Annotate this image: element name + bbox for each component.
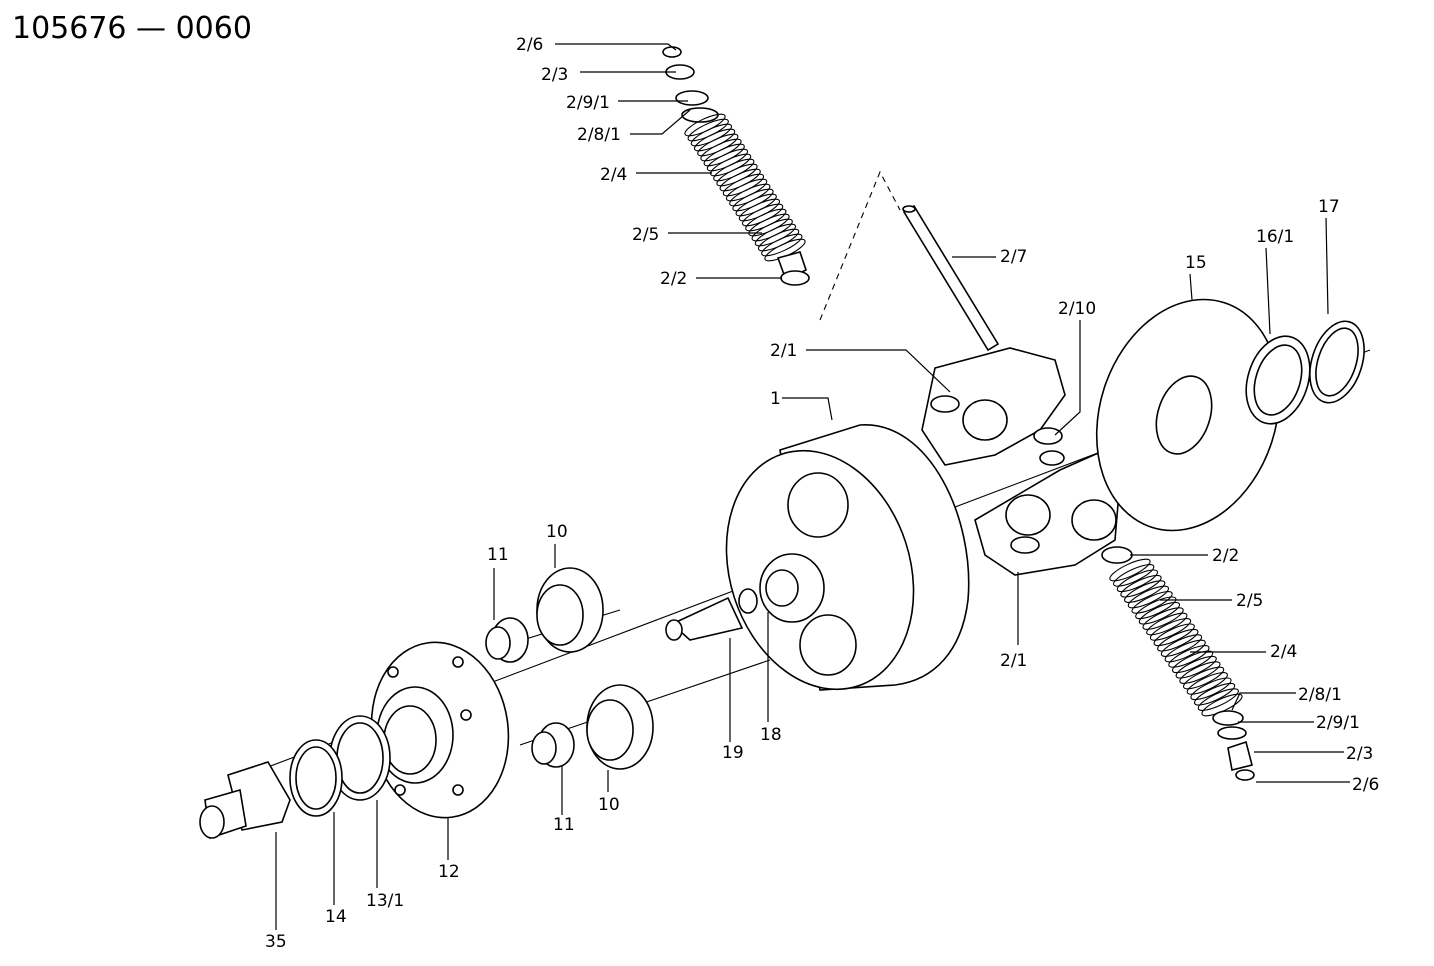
callout-label: 2/1 [770,341,797,361]
callout-label: 16/1 [1256,227,1294,247]
upper-rocker-block [921,347,1066,466]
spring-coil [1160,634,1203,657]
spring-coil [1149,618,1192,641]
callout-label: 2/6 [1352,775,1379,795]
callout-label: 2/3 [1346,744,1373,764]
pin-2-7 [902,204,1000,352]
spring-coil [1153,623,1195,647]
disc-and-rings [1095,298,1365,532]
spring-coil [1182,666,1225,690]
ring-and-bushing [665,588,758,641]
leader-line [1189,273,1193,301]
leader-line [782,397,833,421]
spring-coil [1131,591,1173,614]
spring-coil [1116,569,1159,593]
upper-roller-set [485,567,604,663]
callout-label: 15 [1185,253,1207,273]
spring-coil [1190,677,1232,701]
callout-label: 2/10 [1058,299,1096,319]
callout-label: 10 [598,795,620,815]
callout-label: 18 [760,725,782,745]
callout-label: 19 [722,743,744,763]
lower-roller-set [531,684,654,770]
flange-12 [370,641,510,819]
callout-label: 1 [770,389,781,409]
drawing-number: 105676 — 0060 [12,11,252,46]
callout-label: 14 [325,907,347,927]
spring-coil [1124,580,1166,603]
leader-line [1265,247,1271,335]
spring-coil [1113,564,1155,587]
callout-label: 11 [553,815,575,835]
leader-line [1325,217,1329,315]
callout-labels: 2/6 2/3 2/9/1 2/8/1 2/4 2/5 2/2 2/7 2/10 2/1 1 15 16… [265,35,1379,952]
spring-coil [1120,574,1162,598]
leader-line [1231,692,1296,711]
spring-coil [1175,655,1217,679]
callout-label: 10 [546,522,568,542]
spring-coil [1142,607,1184,630]
leader-line [806,349,951,393]
callout-label: 11 [487,545,509,565]
spring-coil [1186,672,1228,695]
spring-coil [1157,628,1199,652]
callout-label: 2/9/1 [1316,713,1360,733]
lower-rocker-block [974,448,1121,576]
callout-label: 2/4 [600,165,627,185]
spring-coil [1146,612,1188,636]
spring-coil [1127,585,1170,609]
callout-label: 2/1 [1000,651,1027,671]
callout-label: 2/2 [660,269,687,289]
spring-coil [1138,601,1181,625]
spring-coil [1164,639,1206,663]
spring-coil [1193,682,1236,706]
leader-line [1054,320,1081,436]
callout-label: 2/5 [1236,591,1263,611]
callout-label: 2/9/1 [566,93,610,113]
callout-label: 35 [265,932,287,952]
spring-coil [1197,688,1239,711]
leader-line [555,43,677,51]
callout-label: 13/1 [366,891,404,911]
callout-label: 2/2 [1212,546,1239,566]
callout-label: 2/8/1 [1298,685,1342,705]
callout-label: 2/8/1 [577,125,621,145]
callout-label: 2/3 [541,65,568,85]
leader-line [630,109,691,135]
spring-coil [1109,558,1151,582]
callout-label: 2/7 [1000,247,1027,267]
callout-label: 2/4 [1270,642,1297,662]
lower-valve-spring-assembly [1101,546,1255,781]
rings-and-fitting [199,715,391,840]
callout-label: 12 [438,862,460,882]
spring-coil [1168,645,1210,668]
callout-label: 17 [1318,197,1340,217]
callout-label: 2/6 [516,35,543,55]
main-housing-drum [725,424,970,691]
spring-coil [1135,596,1177,620]
callout-label: 2/5 [632,225,659,245]
spring-coil [761,233,803,257]
upper-valve-spring-assembly [662,46,810,286]
spring-coil [1179,661,1221,684]
